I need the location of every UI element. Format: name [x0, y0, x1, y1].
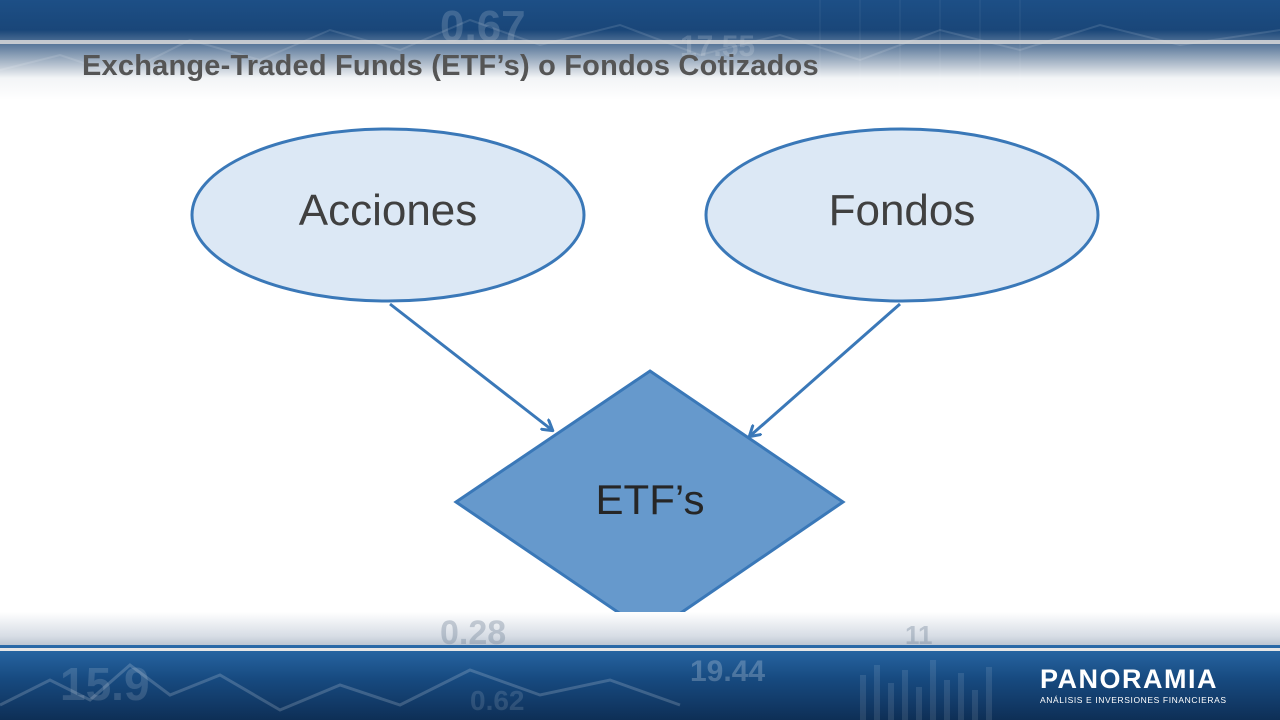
brand-tagline: ANÁLISIS E INVERSIONES FINANCIERAS — [1040, 695, 1227, 705]
footer-divider — [0, 648, 1280, 651]
ticker-value: 0.62 — [470, 685, 525, 716]
brand-name: PANORAMIA — [1040, 664, 1218, 694]
edge-fondos-to-etfs — [750, 302, 901, 436]
node-etfs-label: ETF’s — [595, 476, 705, 523]
node-acciones-ellipse — [190, 127, 586, 303]
node-fondos-label: Fondos — [828, 186, 976, 235]
footer-band: 15.9 19.44 0.62 — [0, 645, 1280, 720]
header-divider — [0, 40, 1280, 44]
ticker-value: 15.9 — [60, 658, 150, 710]
page-title: Exchange-Traded Funds (ETF’s) o Fondos C… — [82, 50, 819, 82]
node-fondos-ellipse — [704, 127, 1100, 303]
stock-chart-decoration — [0, 660, 992, 720]
brand-logo: PANORAMIA ANÁLISIS E INVERSIONES FINANCI… — [1040, 665, 1255, 705]
node-acciones-label: Acciones — [298, 186, 478, 235]
ticker-value: 19.44 — [690, 655, 766, 688]
header-band: 0.67 17.55 — [0, 0, 1280, 100]
edge-acciones-to-etfs — [389, 302, 552, 430]
